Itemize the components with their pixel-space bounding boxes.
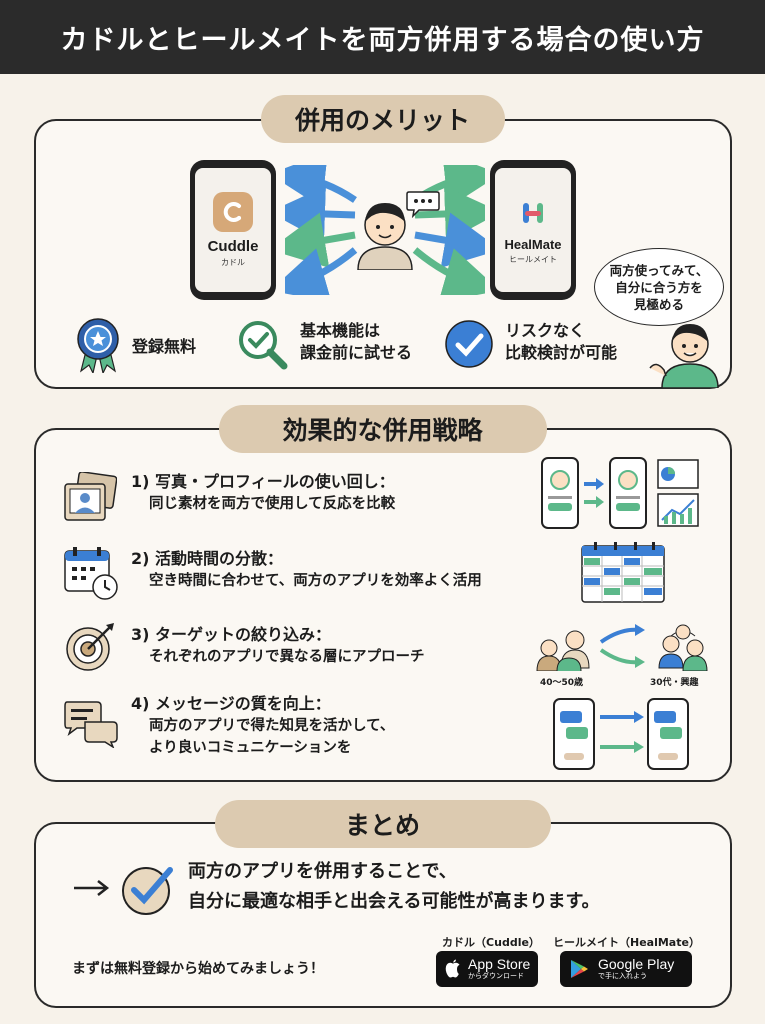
merit-heading: 併用のメリット [260, 95, 505, 143]
healmate-store-label: ヒールメイト（HealMate） [553, 936, 700, 949]
profile-compare-illustration [541, 457, 699, 529]
feature-free-registration: 登録無料 [132, 337, 197, 356]
check-circle-icon [445, 320, 493, 368]
page-title: カドルとヒールメイトを両方併用する場合の使い方 [0, 0, 765, 74]
target-icon [66, 623, 114, 671]
strategy-item-4: 4) メッセージの質を向上： 両方のアプリで得た知見を活かして、 より良いコミュ… [131, 694, 395, 756]
google-play-icon [571, 960, 588, 978]
cuddle-app-sub: カドル [221, 258, 245, 267]
person-icon [357, 203, 413, 270]
audience-groups-illustration [536, 624, 708, 671]
exchange-arrows-icon [285, 165, 485, 295]
chat-icon [406, 191, 440, 218]
apple-icon [445, 959, 460, 978]
feature-risk-free: リスクなく比較検討が可能 [505, 321, 618, 362]
strategy-item-1: 1) 写真・プロフィールの使い回し： 同じ素材を両方で使用して反応を比較 [131, 472, 396, 512]
strategy-heading: 効果的な併用戦略 [218, 405, 547, 453]
healmate-app-name: HealMate [504, 237, 562, 252]
schedule-grid-illustration [581, 542, 665, 603]
healmate-logo-icon [515, 195, 551, 231]
magnifier-check-icon [239, 321, 288, 370]
cuddle-logo-icon [213, 192, 253, 232]
message-exchange-illustration [553, 698, 689, 770]
arrow-right-icon [74, 880, 110, 896]
award-badge-icon [77, 318, 119, 373]
calendar-clock-icon [64, 547, 118, 600]
healmate-phone: HealMate ヒールメイト [490, 160, 576, 300]
cuddle-app-name: Cuddle [207, 238, 259, 255]
healmate-app-sub: ヒールメイト [509, 255, 557, 264]
cuddle-phone: Cuddle カドル [190, 160, 276, 300]
age-label-older: 40〜50歳 [540, 678, 584, 688]
summary-check-icon [122, 867, 173, 915]
strategy-item-3: 3) ターゲットの絞り込み： それぞれのアプリで異なる層にアプローチ [131, 625, 425, 665]
summary-heading: まとめ [214, 800, 551, 848]
feature-basic-trial: 基本機能は課金前に試せる [300, 321, 413, 362]
strategy-item-2: 2) 活動時間の分散： 空き時間に合わせて、両方のアプリを効率よく活用 [131, 549, 482, 589]
cta-text: まずは無料登録から始めてみましょう！ [72, 961, 324, 977]
message-icon [64, 701, 118, 748]
cuddle-store-label: カドル（Cuddle） [442, 936, 540, 949]
speech-bubble: 両方使ってみて、自分に合う方を見極める [594, 248, 724, 326]
pointing-person-icon [649, 324, 719, 388]
photo-icon [64, 472, 117, 521]
age-label-younger: 30代・興趣 [650, 678, 699, 688]
summary-text: 両方のアプリを併用することで、自分に最適な相手と出会える可能性が高まります。 [188, 861, 600, 912]
